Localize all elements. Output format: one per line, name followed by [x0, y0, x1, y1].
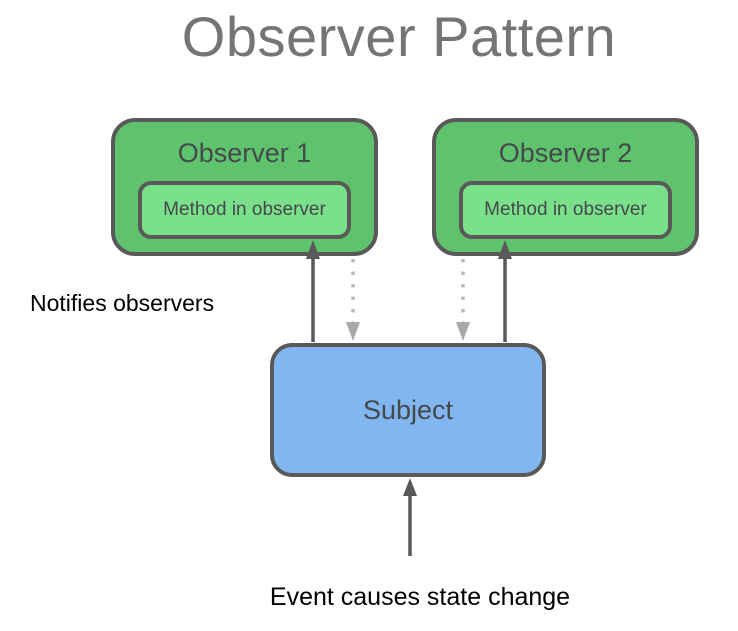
- observer1-method-label: Method in observer: [163, 199, 326, 220]
- observer1-label: Observer 1: [177, 138, 312, 168]
- observer2-method-box: Method in observer: [459, 181, 672, 239]
- event-causes-state-change-label: Event causes state change: [269, 583, 571, 611]
- event-arrow: [403, 478, 417, 556]
- notifies-observers-label: Notifies observers: [30, 290, 215, 316]
- subject-label: Subject: [362, 394, 454, 425]
- observer1-node: Observer 1 Method in observer: [111, 118, 378, 256]
- dotted-arrow-observer1-to-subject: [346, 259, 360, 341]
- subject-node: Subject: [270, 343, 546, 477]
- diagram-title: Observer Pattern: [181, 5, 617, 68]
- observer2-method-label: Method in observer: [484, 199, 647, 220]
- observer2-label: Observer 2: [498, 138, 633, 168]
- observer1-method-box: Method in observer: [138, 181, 351, 239]
- observer2-node: Observer 2 Method in observer: [432, 118, 699, 256]
- dotted-arrow-observer2-to-subject: [456, 259, 470, 341]
